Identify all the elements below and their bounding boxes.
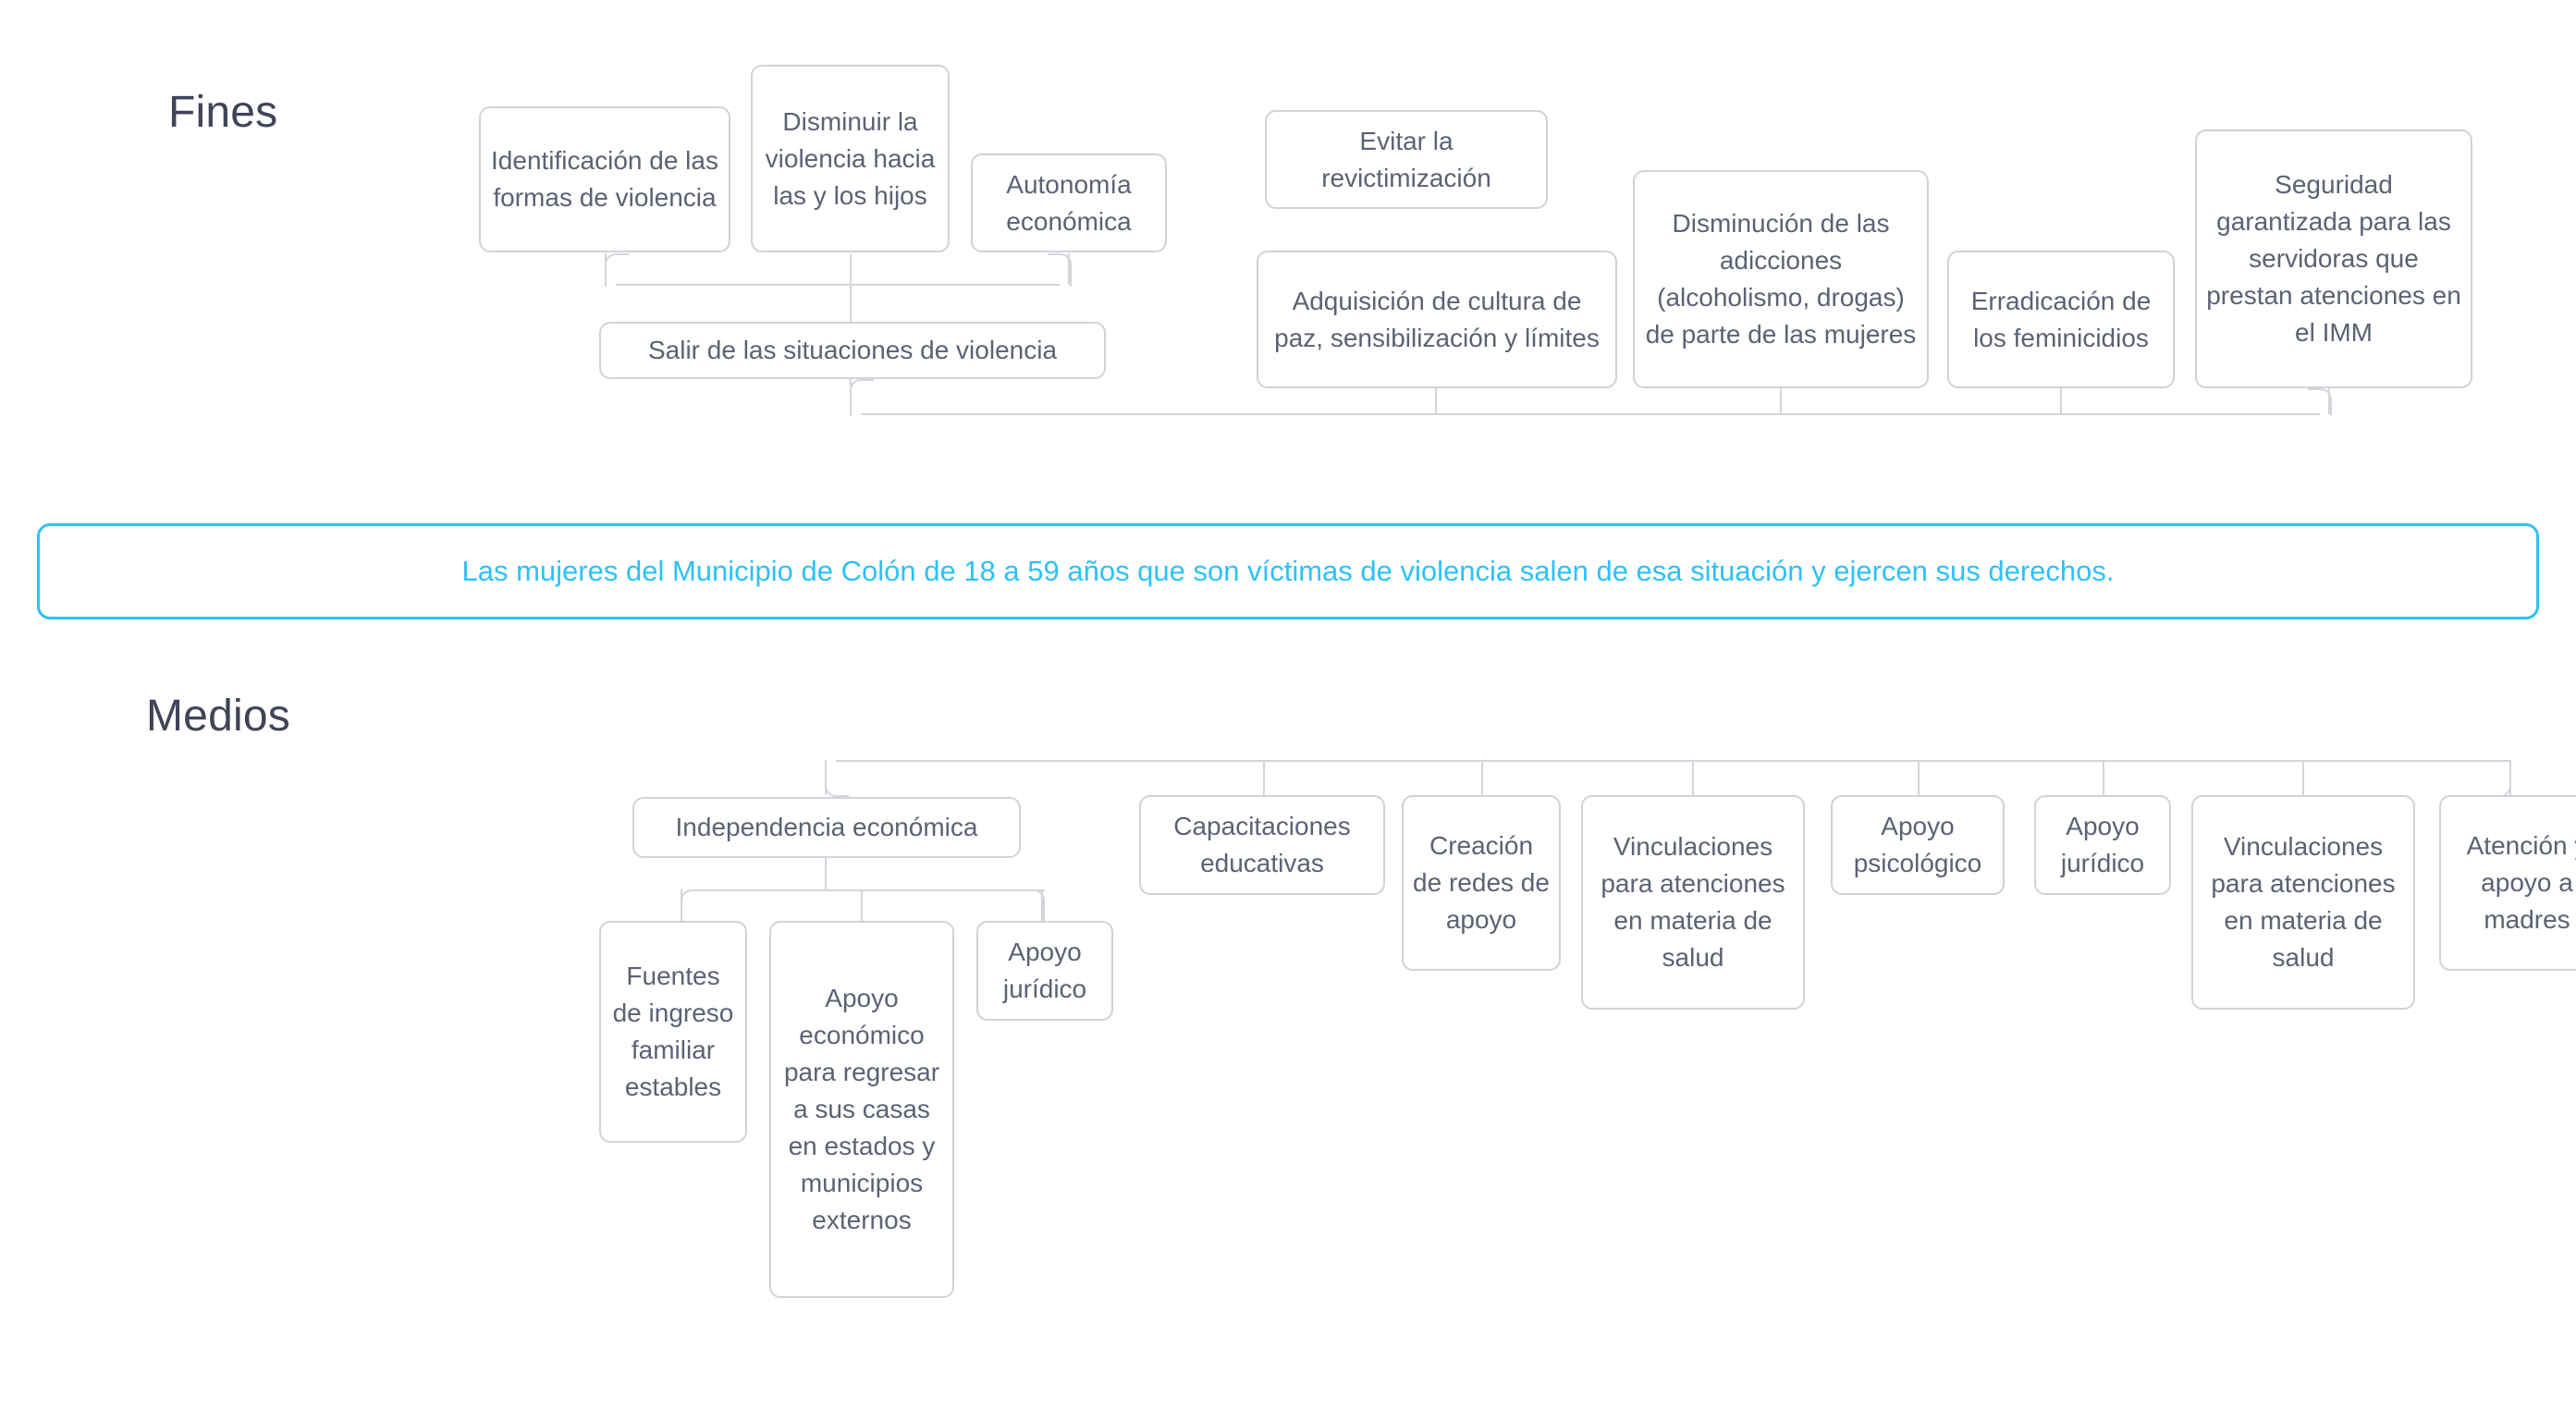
connector-elbow-bus1-left [605, 253, 629, 287]
medios-node-vinculaciones-salud-2[interactable]: Vinculaciones para atenciones en materia… [2191, 795, 2415, 1010]
purpose-statement-banner: Las mujeres del Municipio de Colón de 18… [37, 523, 2539, 619]
node-label: Adquisición de cultura de paz, sensibili… [1274, 286, 1600, 352]
connector-drop-atencion-madres [2509, 762, 2511, 795]
medios-node-fuentes-ingreso-estables[interactable]: Fuentes de ingreso familiar estables [599, 921, 747, 1143]
connector-vertical-apoyo-economico [861, 889, 863, 923]
medios-node-independencia-economica[interactable]: Independencia económica [632, 797, 1021, 858]
node-label: Erradicación de los feminicidios [1970, 286, 2152, 352]
connector-elbow-bus1-right [1048, 253, 1072, 287]
section-title-medios: Medios [146, 692, 290, 741]
node-label: Fuentes de ingreso familiar estables [612, 962, 734, 1101]
connector-subbus-independencia [692, 889, 1045, 891]
medios-node-apoyo-economico-regresar[interactable]: Apoyo económico para regresar a sus casa… [769, 921, 954, 1298]
node-label: Capacitaciones educativas [1173, 812, 1351, 877]
node-label: Seguridad garantizada para las servidora… [2206, 170, 2461, 347]
connector-elbow-medios-bus-left [825, 760, 849, 797]
medios-node-atencion-apoyo-madres[interactable]: Atención y apoyo a madres [2439, 795, 2576, 971]
node-label: Creación de redes de apoyo [1413, 831, 1550, 934]
connector-vertical-autonomia [1068, 253, 1070, 285]
node-label: Vinculaciones para atenciones en materia… [2211, 832, 2396, 972]
node-label: Identificación de las formas de violenci… [491, 146, 718, 212]
connector-vertical-disminucion [1780, 388, 1782, 414]
medios-node-apoyo-juridico-1[interactable]: Apoyo jurídico [976, 921, 1113, 1021]
connector-vertical-seguridad [2328, 388, 2330, 414]
connector-vertical-erradicacion [2060, 388, 2062, 414]
connector-elbow-subbus-left [681, 889, 705, 925]
fines-node-autonomia-economica[interactable]: Autonomía económica [971, 153, 1167, 252]
connector-vertical-disminuir [850, 253, 852, 285]
node-label: Autonomía económica [1006, 169, 1132, 236]
node-label: Apoyo jurídico [1002, 937, 1087, 1003]
node-label: Apoyo jurídico [2060, 812, 2145, 877]
medios-node-apoyo-psicologico[interactable]: Apoyo psicológico [1831, 795, 2005, 895]
connector-bus-fines-level1 [616, 284, 1060, 286]
medios-node-capacitaciones-educativas[interactable]: Capacitaciones educativas [1139, 795, 1385, 895]
node-label: Apoyo económico para regresar a sus casa… [783, 984, 940, 1234]
fines-node-salir-situaciones-violencia[interactable]: Salir de las situaciones de violencia [599, 322, 1106, 379]
node-label: Independencia económica [675, 813, 978, 841]
connector-bus-fines-main [861, 413, 2320, 415]
node-label: Disminuir la violencia hacia las y los h… [765, 106, 936, 210]
connector-vertical-to-salir [850, 284, 852, 323]
connector-elbow-bus2-right [2308, 388, 2332, 416]
node-label: Vinculaciones para atenciones en materia… [1601, 832, 1785, 972]
connector-drop-capacitaciones [1263, 762, 1265, 795]
connector-drop-apoyo-juridico-2 [2103, 762, 2104, 795]
node-label: Disminución de las adicciones (alcoholis… [1645, 209, 1917, 349]
connector-elbow-bus2-left [850, 379, 874, 416]
fines-node-disminuir-violencia-hijos[interactable]: Disminuir la violencia hacia las y los h… [751, 65, 950, 252]
fines-node-adquisicion-cultura-paz[interactable]: Adquisición de cultura de paz, sensibili… [1257, 251, 1617, 388]
fines-node-disminucion-adicciones[interactable]: Disminución de las adicciones (alcoholis… [1633, 170, 1929, 388]
connector-vertical-adquisicion [1435, 388, 1437, 414]
node-label: Atención y apoyo a madres [2466, 831, 2576, 934]
node-label: Apoyo psicológico [1853, 812, 1982, 877]
fines-node-evitar-revictimizacion[interactable]: Evitar la revictimización [1265, 110, 1548, 209]
connector-drop-vinculaciones-2 [2302, 762, 2304, 795]
fines-node-seguridad-servidoras-imm[interactable]: Seguridad garantizada para las servidora… [2195, 129, 2472, 388]
connector-drop-apoyo-psicologico [1918, 762, 1920, 795]
connector-vertical-apoyo-juridico-1 [1041, 889, 1043, 923]
connector-elbow-subbus-right [1021, 889, 1045, 925]
medios-node-apoyo-juridico-2[interactable]: Apoyo jurídico [2034, 795, 2171, 895]
node-label: Evitar la revictimización [1321, 126, 1491, 192]
connector-vertical-fuentes [681, 889, 682, 923]
connector-bus-medios-main [836, 760, 2509, 762]
fines-node-identificacion-formas-violencia[interactable]: Identificación de las formas de violenci… [479, 106, 730, 252]
medios-node-creacion-redes-apoyo[interactable]: Creación de redes de apoyo [1402, 795, 1561, 971]
medios-node-vinculaciones-salud-1[interactable]: Vinculaciones para atenciones en materia… [1581, 795, 1805, 1010]
node-label: Salir de las situaciones de violencia [647, 336, 1058, 364]
connector-drop-independencia [825, 762, 827, 795]
purpose-statement-text: Las mujeres del Municipio de Colón de 18… [461, 555, 2115, 587]
connector-vertical-independencia-down [825, 858, 827, 889]
connector-drop-vinculaciones-1 [1692, 762, 1694, 795]
connector-drop-creacion-redes [1481, 762, 1483, 795]
section-title-fines: Fines [168, 88, 278, 137]
connector-elbow-medios-bus-right [2487, 760, 2511, 797]
fines-node-erradicacion-feminicidios[interactable]: Erradicación de los feminicidios [1947, 251, 2175, 388]
